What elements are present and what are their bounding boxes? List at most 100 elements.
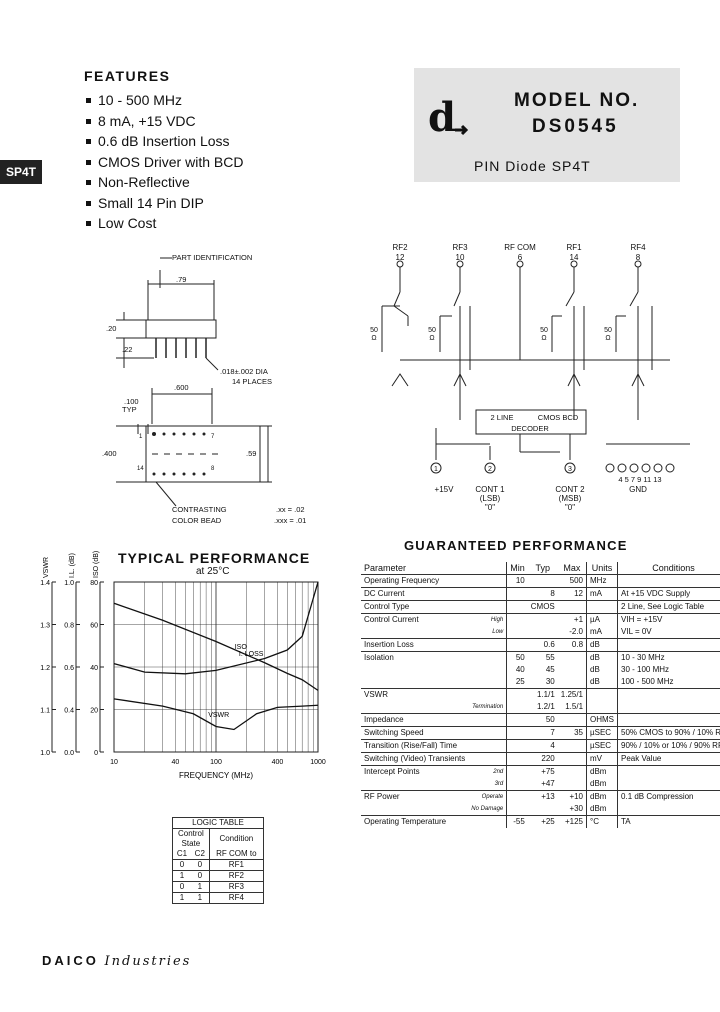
spec-cell (361, 676, 468, 689)
y-tick-label: 1.0 (40, 750, 50, 757)
x-tick-label: 10 (110, 759, 118, 766)
pin-label: 14 (137, 466, 144, 472)
bead-label: COLOR BEAD (172, 516, 222, 525)
port-name: RF2 (392, 243, 408, 252)
logic-cell: RF4 (208, 892, 264, 904)
spec-cell: +1 (557, 613, 587, 626)
spec-cell: 10 (506, 574, 528, 588)
logic-col-cond: RF COM to (208, 849, 264, 860)
daico-logo: d (428, 98, 469, 138)
spec-cell: 0.8 (557, 638, 587, 652)
dim-row-spacing: .600 (174, 383, 189, 392)
spec-cell (527, 613, 558, 626)
ohm-symbol: Ω (605, 335, 610, 342)
ohm-symbol: Ω (429, 335, 434, 342)
dim-width: .79 (176, 275, 186, 284)
dim-body-width: .400 (102, 449, 117, 458)
port-pin: 8 (636, 253, 641, 262)
spec-cell (558, 676, 587, 689)
spec-cell: µA (586, 613, 618, 626)
spec-cell: 30 - 100 MHz (617, 664, 720, 676)
spec-cell: 7 (527, 726, 558, 740)
spec-cell: Switching (Video) Transients (361, 752, 469, 766)
spec-cell (506, 638, 528, 652)
spec-cell (506, 613, 528, 626)
spec-cell: 4 (527, 739, 558, 753)
model-number: DS0545 (532, 116, 619, 137)
series-line (113, 602, 319, 691)
termination-value: 50 (370, 327, 378, 334)
spec-header: Conditions (617, 562, 720, 575)
y-tick-label: 1.4 (40, 580, 50, 587)
port-pin: 14 (570, 253, 579, 262)
spec-header: Parameter (361, 562, 507, 575)
spec-cell: High (468, 613, 507, 626)
spec-cell: -2.0 (569, 627, 584, 636)
spec-cell: TA (617, 815, 720, 828)
spec-cell: DC Current (361, 587, 469, 601)
pin-label: 1 (139, 434, 143, 440)
spec-cell: 8 (527, 587, 558, 601)
spec-cell (468, 688, 507, 701)
tolerance: .xxx = .010 (274, 516, 306, 525)
dim-height: .20 (106, 324, 116, 333)
spec-cell: 100 - 500 MHz (617, 676, 720, 689)
spec-cell: Termination (472, 704, 504, 710)
typical-performance-subtitle: at 25°C (196, 566, 230, 577)
spec-cell: RF Power (361, 790, 469, 803)
feature-item: 10 - 500 MHz (84, 90, 243, 111)
logic-header-label: State (181, 839, 201, 848)
pin-number: 3 (568, 466, 572, 473)
spec-cell: 12 (557, 587, 587, 601)
spec-cell: 45 (545, 665, 555, 674)
spec-cell: 50 (527, 713, 558, 727)
feature-item: 0.6 dB Insertion Loss (84, 131, 243, 152)
spec-cell: Switching Speed (361, 726, 469, 740)
spec-cell: mV (586, 752, 618, 766)
spec-cell: 50% CMOS to 90% / 10% RF (617, 726, 720, 740)
spec-cell: dB (586, 638, 618, 652)
spec-cell: dBm (586, 803, 618, 816)
spec-cell: Transition (Rise/Fall) Time (361, 739, 469, 753)
feature-item: Non-Reflective (84, 172, 243, 193)
spec-cell (506, 587, 528, 601)
control-msb: (MSB) (558, 494, 582, 503)
control-label: CONT 1 (475, 485, 505, 494)
y-tick-label: 0.8 (64, 623, 74, 630)
y-axis-label: I.L. (dB) (69, 553, 76, 578)
termination-value: 50 (604, 327, 612, 334)
spec-cell: 90% / 10% or 10% / 90% RF (617, 739, 720, 753)
pin-diameter: .018±.002 DIA (220, 367, 268, 376)
feature-item: 8 mA, +15 VDC (84, 111, 243, 132)
spec-cell (558, 664, 587, 676)
spec-cell: +13 (527, 790, 558, 803)
guaranteed-performance-title: GUARANTEED PERFORMANCE (404, 538, 628, 553)
spec-cell (361, 664, 468, 676)
guaranteed-performance-table: Parameter Min Typ Max Units Conditions O… (361, 562, 720, 828)
cont2-detail: (MSB) "0" (554, 494, 586, 512)
spec-cell (361, 803, 468, 816)
spec-cell (468, 713, 507, 727)
spec-cell (468, 726, 507, 740)
spec-cell: 0.1 dB Compression (617, 790, 720, 803)
spec-cell: At +15 VDC Supply (617, 587, 720, 601)
spec-cell: dBm (586, 790, 618, 803)
feature-item: Low Cost (84, 213, 243, 234)
spec-cell (617, 803, 720, 816)
spec-cell (617, 688, 720, 701)
spec-cell (506, 752, 528, 766)
feature-item: CMOS Driver with BCD (84, 152, 243, 173)
y-tick-label: 1.3 (40, 623, 50, 630)
spec-header: Units (586, 562, 618, 575)
spec-cell: -55 (506, 815, 528, 828)
